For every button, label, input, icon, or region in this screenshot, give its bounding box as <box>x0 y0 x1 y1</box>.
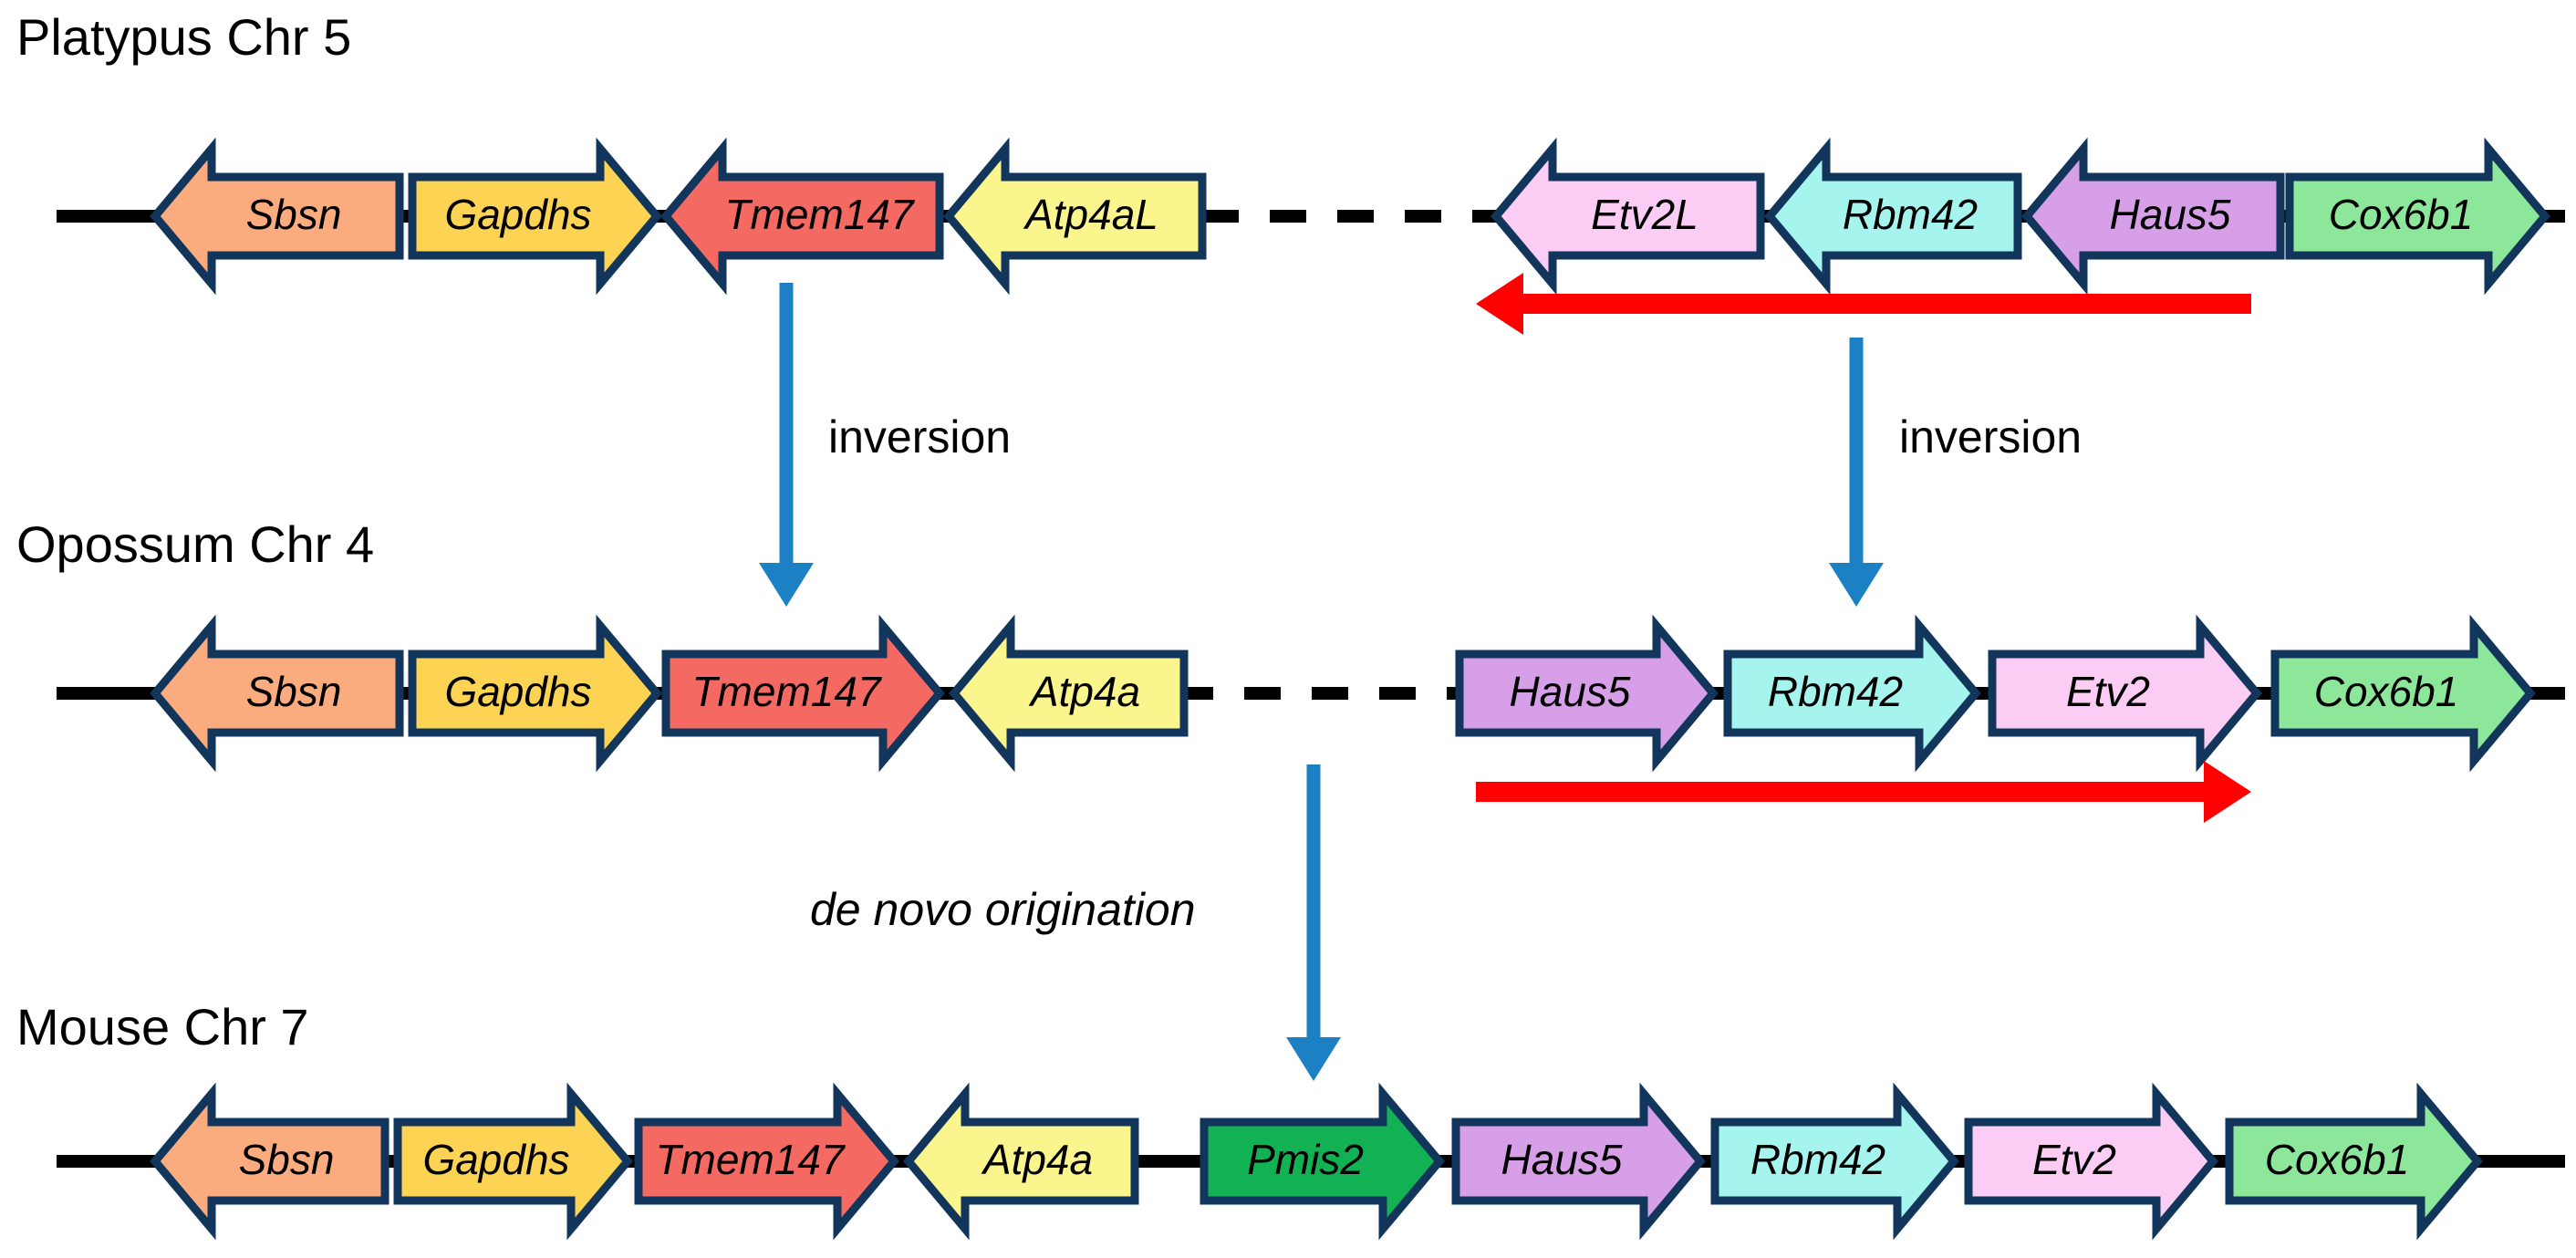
event-arrow-head-down <box>1829 563 1884 607</box>
gene-arrow-left[interactable] <box>903 1082 1139 1241</box>
gene-arrow-right[interactable] <box>408 614 662 773</box>
gene-label: Sbsn <box>246 191 342 238</box>
gene-atp4al[interactable]: Atp4aL <box>943 137 1207 296</box>
gene-cox6b1[interactable]: Cox6b1 <box>2225 1082 2483 1241</box>
row-title-opossum: Opossum Chr 4 <box>16 515 375 573</box>
gene-rbm42[interactable]: Rbm42 <box>1764 137 2022 296</box>
gene-etv2[interactable]: Etv2 <box>1988 614 2262 773</box>
gene-tmem147[interactable]: Tmem147 <box>660 137 944 296</box>
gene-label: Gapdhs <box>444 668 591 715</box>
event-label-inversion-right: inversion <box>1899 411 2083 463</box>
gene-rbm42[interactable]: Rbm42 <box>1710 1082 1959 1241</box>
gene-arrow-left[interactable] <box>949 614 1189 773</box>
gene-arrow-right[interactable] <box>1723 614 1981 773</box>
chromosome-row-opossum: Sbsn Gapdhs Tmem147 Atp4a Haus5 Rbm42 Etv2 Cox6… <box>57 614 2565 773</box>
gene-arrow-left[interactable] <box>150 137 404 296</box>
gene-arrow-left[interactable] <box>150 1082 390 1241</box>
gene-label: Cox6b1 <box>2329 191 2474 238</box>
gene-gapdhs[interactable]: Gapdhs <box>408 137 662 296</box>
gene-label: Rbm42 <box>1750 1136 1885 1183</box>
gene-arrow-right[interactable] <box>2225 1082 2483 1241</box>
gene-haus5[interactable]: Haus5 <box>1455 614 1719 773</box>
gene-arrow-right[interactable] <box>1964 1082 2218 1241</box>
gene-label: Gapdhs <box>422 1136 569 1183</box>
gene-label: Atp4a <box>981 1136 1093 1183</box>
event-arrow-head-down <box>1286 1037 1341 1081</box>
gene-sbsn[interactable]: Sbsn <box>150 137 404 296</box>
gene-gapdhs[interactable]: Gapdhs <box>408 614 662 773</box>
gene-gapdhs[interactable]: Gapdhs <box>393 1082 633 1241</box>
gene-arrow-right[interactable] <box>634 1082 899 1241</box>
gene-cox6b1[interactable]: Cox6b1 <box>2285 137 2550 296</box>
row-title-platypus: Platypus Chr 5 <box>16 8 352 66</box>
gene-label: Sbsn <box>239 1136 335 1183</box>
gene-arrow-right[interactable] <box>1451 1082 1706 1241</box>
event-arrow-inversion-right <box>1829 338 1884 607</box>
orientation-arrow-opossum <box>1476 761 2251 823</box>
orientation-arrow-head-right <box>2204 761 2251 823</box>
gene-arrow-left[interactable] <box>660 137 944 296</box>
gene-sbsn[interactable]: Sbsn <box>150 1082 390 1241</box>
gene-arrow-left[interactable] <box>150 614 404 773</box>
gene-label: Gapdhs <box>444 191 591 238</box>
gene-arrow-right[interactable] <box>393 1082 633 1241</box>
gene-arrow-right[interactable] <box>1455 614 1719 773</box>
event-arrow-inversion-left <box>759 283 814 607</box>
gene-tmem147[interactable]: Tmem147 <box>661 614 945 773</box>
gene-label: Haus5 <box>1501 1136 1623 1183</box>
orientation-arrow-head-left <box>1476 273 1523 335</box>
row-title-mouse: Mouse Chr 7 <box>16 998 309 1055</box>
gene-arrow-left[interactable] <box>1764 137 2022 296</box>
gene-haus5[interactable]: Haus5 <box>2021 137 2285 296</box>
event-arrow-head-down <box>759 563 814 607</box>
gene-label: Atp4aL <box>1023 191 1158 238</box>
gene-label: Rbm42 <box>1843 191 1978 238</box>
gene-label: Atp4a <box>1028 668 1140 715</box>
gene-label: Tmem147 <box>724 191 914 238</box>
gene-label: Cox6b1 <box>2265 1136 2410 1183</box>
gene-label: Pmis2 <box>1247 1136 1364 1183</box>
gene-arrow-right[interactable] <box>1710 1082 1959 1241</box>
gene-arrow-right[interactable] <box>2270 614 2536 773</box>
gene-arrow-right[interactable] <box>1200 1082 1445 1241</box>
gene-atp4a[interactable]: Atp4a <box>903 1082 1139 1241</box>
gene-arrow-left[interactable] <box>1491 137 1765 296</box>
event-label-inversion-left: inversion <box>828 411 1012 463</box>
gene-label: Tmem147 <box>691 668 881 715</box>
gene-arrow-left[interactable] <box>943 137 1207 296</box>
orientation-arrow-platypus <box>1476 273 2251 335</box>
gene-label: Sbsn <box>246 668 342 715</box>
gene-label: Etv2L <box>1591 191 1698 238</box>
gene-etv2[interactable]: Etv2 <box>1964 1082 2218 1241</box>
gene-atp4a[interactable]: Atp4a <box>949 614 1189 773</box>
event-label-de-novo-origination: de novo origination <box>810 884 1196 935</box>
gene-arrow-right[interactable] <box>1988 614 2262 773</box>
gene-cox6b1[interactable]: Cox6b1 <box>2270 614 2536 773</box>
chromosome-row-platypus: Sbsn Gapdhs Tmem147 Atp4aL Etv2L Rbm42 Haus5 Co… <box>57 137 2565 296</box>
gene-label: Haus5 <box>2110 191 2231 238</box>
gene-tmem147[interactable]: Tmem147 <box>634 1082 899 1241</box>
gene-rbm42[interactable]: Rbm42 <box>1723 614 1981 773</box>
gene-sbsn[interactable]: Sbsn <box>150 614 404 773</box>
gene-arrow-right[interactable] <box>661 614 945 773</box>
gene-label: Cox6b1 <box>2314 668 2459 715</box>
gene-label: Haus5 <box>1510 668 1631 715</box>
gene-label: Rbm42 <box>1768 668 1903 715</box>
chromosome-row-mouse: Sbsn Gapdhs Tmem147 Atp4a Pmis2 Haus5 Rbm42 Etv… <box>57 1082 2565 1241</box>
gene-label: Tmem147 <box>655 1136 845 1183</box>
gene-haus5[interactable]: Haus5 <box>1451 1082 1706 1241</box>
event-arrow-de-novo-origination <box>1286 764 1341 1081</box>
gene-arrow-right[interactable] <box>408 137 662 296</box>
gene-label: Etv2 <box>2066 668 2150 715</box>
gene-arrow-left[interactable] <box>2021 137 2285 296</box>
gene-label: Etv2 <box>2032 1136 2116 1183</box>
gene-arrow-right[interactable] <box>2285 137 2550 296</box>
gene-pmis2[interactable]: Pmis2 <box>1200 1082 1445 1241</box>
gene-etv2l[interactable]: Etv2L <box>1491 137 1765 296</box>
